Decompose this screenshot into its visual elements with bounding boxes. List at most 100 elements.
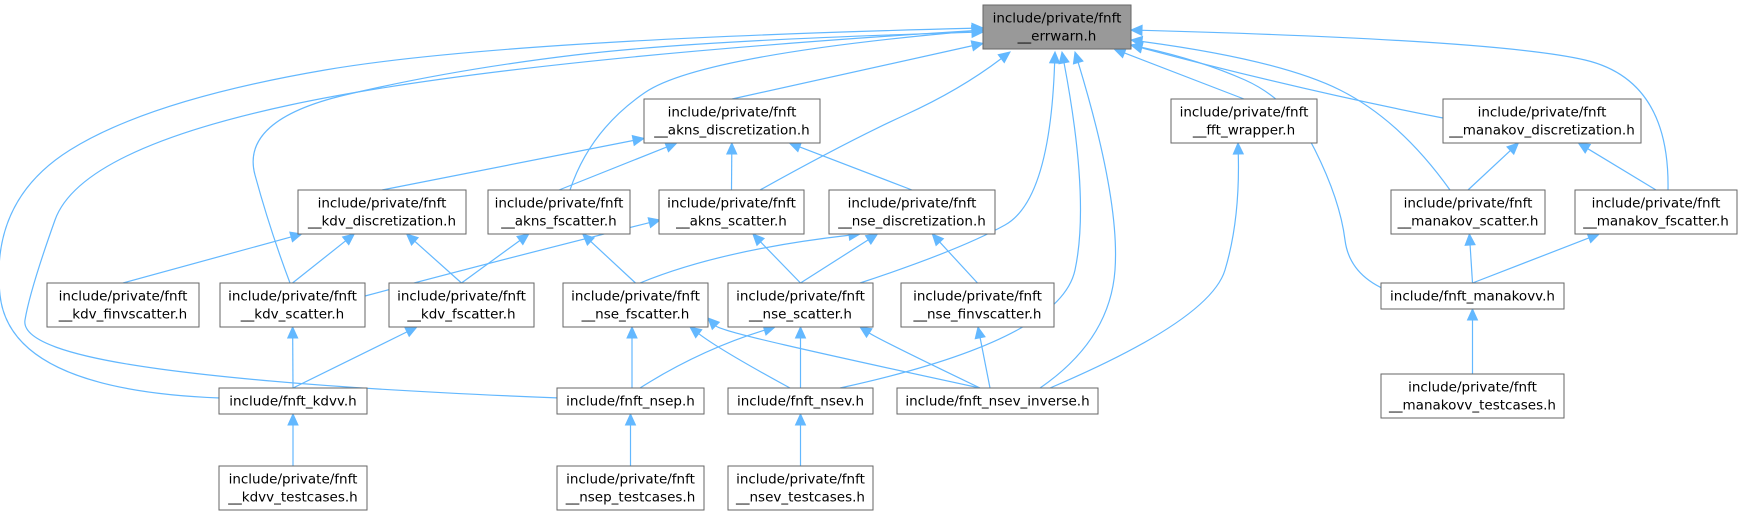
node-label-line: __akns_scatter.h [675, 214, 787, 230]
node-label-line: __akns_fscatter.h [500, 214, 616, 230]
node-box [556, 387, 705, 415]
arrowhead-icon [725, 141, 738, 155]
node-kdvv_testcases[interactable]: include/private/fnft__kdvv_testcases.h [218, 465, 368, 511]
edge-nse_scatter-to-nse_disc [800, 233, 879, 284]
edge-nse_fscatter-to-nse_disc [639, 229, 862, 284]
node-fft_wrapper[interactable]: include/private/fnft__fft_wrapper.h [1170, 98, 1318, 144]
node-nse_fscatter[interactable]: include/private/fnft__nse_fscatter.h [562, 282, 709, 328]
node-manakovv_testcases[interactable]: include/private/fnft__manakovv_testcases… [1380, 373, 1565, 419]
node-nse_scatter[interactable]: include/private/fnft__nse_scatter.h [727, 282, 874, 328]
node-nse_disc[interactable]: include/private/fnft__nse_discretization… [828, 189, 996, 235]
node-akns_scatter[interactable]: include/private/fnft __akns_scatter.h [658, 189, 805, 235]
edge-akns_scatter-to-akns_disc [725, 141, 738, 191]
arrowhead-icon [931, 233, 945, 247]
node-box [297, 189, 467, 235]
node-label-line: __nsev_testcases.h [735, 490, 865, 506]
node-box [658, 189, 805, 235]
edge-line [1141, 40, 1451, 191]
arrowhead-icon [341, 233, 356, 246]
edge-line [1587, 148, 1657, 191]
node-kdv_disc[interactable]: include/private/fnft__kdv_discretization… [297, 189, 467, 235]
edge-line [859, 62, 1056, 284]
node-label-line: __errwarn.h [1017, 29, 1097, 45]
arrowhead-icon [788, 141, 803, 153]
node-box [1170, 98, 1318, 144]
edge-nsev-to-nse_fscatter [689, 326, 791, 389]
edge-line [639, 329, 765, 389]
edge-kdvv-to-kdv_scatter [286, 325, 299, 389]
node-manakov_fscatter[interactable]: include/private/fnft__manakov_fscatter.h [1574, 189, 1738, 235]
node-label-line: include/private/fnft [566, 472, 695, 488]
arrowhead-icon [864, 233, 879, 246]
edge-line [558, 146, 667, 191]
edge-line [24, 30, 973, 399]
arrowhead-icon [970, 40, 985, 52]
edge-kdv_fscatter-to-kdv_disc [405, 233, 462, 284]
node-errwarn[interactable]: include/private/fnft__errwarn.h [982, 4, 1132, 50]
edge-nsev_inverse-to-errwarn [1039, 50, 1117, 389]
node-nse_finvscatter[interactable]: include/private/fnft__nse_finvscatter.h [900, 282, 1055, 328]
edge-line [0, 27, 973, 399]
edge-nse_disc-to-akns_disc [788, 141, 913, 191]
node-nsep[interactable]: include/fnft_nsep.h [556, 387, 705, 415]
edge-nsev_inverse-to-fft_wrapper [1049, 141, 1245, 389]
edge-line [639, 234, 850, 284]
node-label-line: include/fnft_manakovv.h [1390, 289, 1555, 305]
node-label-line: __nse_discretization.h [837, 214, 986, 230]
node-label-line: include/private/fnft [495, 196, 624, 212]
node-label-line: include/private/fnft [397, 289, 526, 305]
node-box [218, 465, 368, 511]
edge-nsep_testcases-to-nsep [624, 412, 637, 466]
edge-nse_fscatter-to-akns_fscatter [581, 233, 636, 284]
edge-manakovv_testcases-to-manakovv [1466, 307, 1479, 374]
arrowhead-icon [794, 412, 807, 426]
node-kdv_finvscatter[interactable]: include/private/fnft __kdv_finvscatter.h [46, 282, 200, 328]
node-label-line: include/private/fnft [1408, 380, 1537, 396]
node-label-line: include/private/fnft [667, 196, 796, 212]
arrowhead-icon [516, 233, 530, 246]
node-box [218, 387, 368, 415]
node-kdvv[interactable]: include/fnft_kdvv.h [218, 387, 368, 415]
edge-nsev-to-errwarn [839, 50, 1082, 389]
node-label-line: __kdv_finvscatter.h [58, 307, 187, 323]
edge-nsep-to-nse_scatter [639, 324, 777, 389]
node-label-line: include/fnft_kdvv.h [229, 394, 357, 410]
node-label-line: __nse_scatter.h [748, 307, 852, 323]
arrowhead-icon [1577, 142, 1592, 154]
node-label-line: include/private/fnft [1180, 105, 1309, 121]
node-box [46, 282, 200, 328]
node-akns_fscatter[interactable]: include/private/fnft __akns_fscatter.h [487, 189, 631, 235]
node-box [727, 387, 874, 415]
node-nsep_testcases[interactable]: include/private/fnft__nsep_testcases.h [556, 465, 705, 511]
node-box [1574, 189, 1738, 235]
edge-fft_wrapper-to-errwarn [1113, 47, 1245, 100]
edge-kdvv-to-kdv_fscatter [292, 326, 418, 389]
edge-nsep-to-errwarn [24, 24, 985, 399]
node-kdv_fscatter[interactable]: include/private/fnft __kdv_fscatter.h [388, 282, 535, 328]
edge-kdv_fscatter-to-akns_fscatter [461, 233, 530, 284]
arrowhead-icon [287, 412, 299, 426]
arrowhead-icon [1129, 24, 1143, 37]
node-label-line: include/private/fnft [229, 472, 358, 488]
node-kdv_scatter[interactable]: include/private/fnft__kdv_scatter.h [219, 282, 366, 328]
node-manakovv[interactable]: include/fnft_manakovv.h [1380, 282, 1565, 310]
edge-nsev-to-nse_scatter [794, 325, 807, 388]
node-nsev[interactable]: include/fnft_nsev.h [727, 387, 874, 415]
node-label-line: __manakov_fscatter.h [1582, 214, 1729, 230]
edge-line [381, 139, 634, 191]
edge-nsev_testcases-to-nsev [794, 412, 807, 466]
node-manakov_scatter[interactable]: include/private/fnft__manakov_scatter.h [1390, 189, 1546, 235]
node-label-line: include/private/fnft [59, 289, 188, 305]
edge-line [1049, 153, 1240, 389]
node-label-line: __kdv_fscatter.h [406, 307, 515, 323]
node-manakov_disc[interactable]: include/private/fnft__manakov_discretiza… [1442, 98, 1642, 144]
node-akns_disc[interactable]: include/private/fnft__akns_discretizatio… [643, 98, 821, 144]
edge-line [939, 241, 978, 284]
node-label-line: include/private/fnft [913, 289, 1042, 305]
node-label-line: include/private/fnft [571, 289, 700, 305]
node-nsev_testcases[interactable]: include/private/fnft__nsev_testcases.h [727, 465, 874, 511]
node-label-line: include/fnft_nsep.h [566, 394, 695, 410]
node-nsev_inverse[interactable]: include/fnft_nsev_inverse.h [896, 387, 1099, 415]
edge-line [1124, 52, 1245, 100]
edge-kdv_scatter-to-kdv_disc [292, 233, 356, 284]
